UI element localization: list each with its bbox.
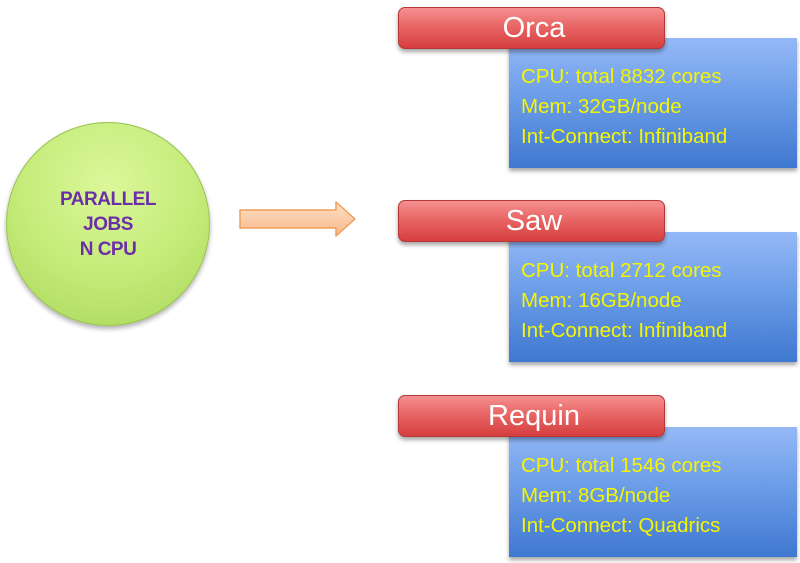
interconnect-spec: Int-Connect: Quadrics [521,514,721,537]
source-line-2: JOBS [83,213,133,235]
cluster-name: Saw [505,204,563,237]
mem-spec: Mem: 32GB/node [521,95,682,118]
cpu-spec: CPU: total 8832 cores [521,65,722,88]
source-line-1: PARALLEL [60,188,156,210]
cluster-saw-title: Saw [398,200,665,242]
interconnect-spec: Int-Connect: Infiniband [521,319,728,342]
cluster-orca-title: Orca [398,7,665,49]
cluster-orca-specs: CPU: total 8832 cores Mem: 32GB/node Int… [509,38,797,168]
right-arrow-icon [239,201,356,237]
cluster-requin-title: Requin [398,395,665,437]
mem-spec: Mem: 8GB/node [521,484,671,507]
cpu-spec: CPU: total 1546 cores [521,454,722,477]
cluster-name: Orca [502,11,566,44]
source-line-3: N CPU [79,238,137,260]
cluster-name: Requin [488,399,580,432]
cluster-saw-specs: CPU: total 2712 cores Mem: 16GB/node Int… [509,232,797,362]
cluster-requin-specs: CPU: total 1546 cores Mem: 8GB/node Int-… [509,427,797,557]
parallel-jobs-node: PARALLEL JOBS N CPU [6,122,210,326]
interconnect-spec: Int-Connect: Infiniband [521,125,728,148]
mem-spec: Mem: 16GB/node [521,289,682,312]
cpu-spec: CPU: total 2712 cores [521,259,722,282]
